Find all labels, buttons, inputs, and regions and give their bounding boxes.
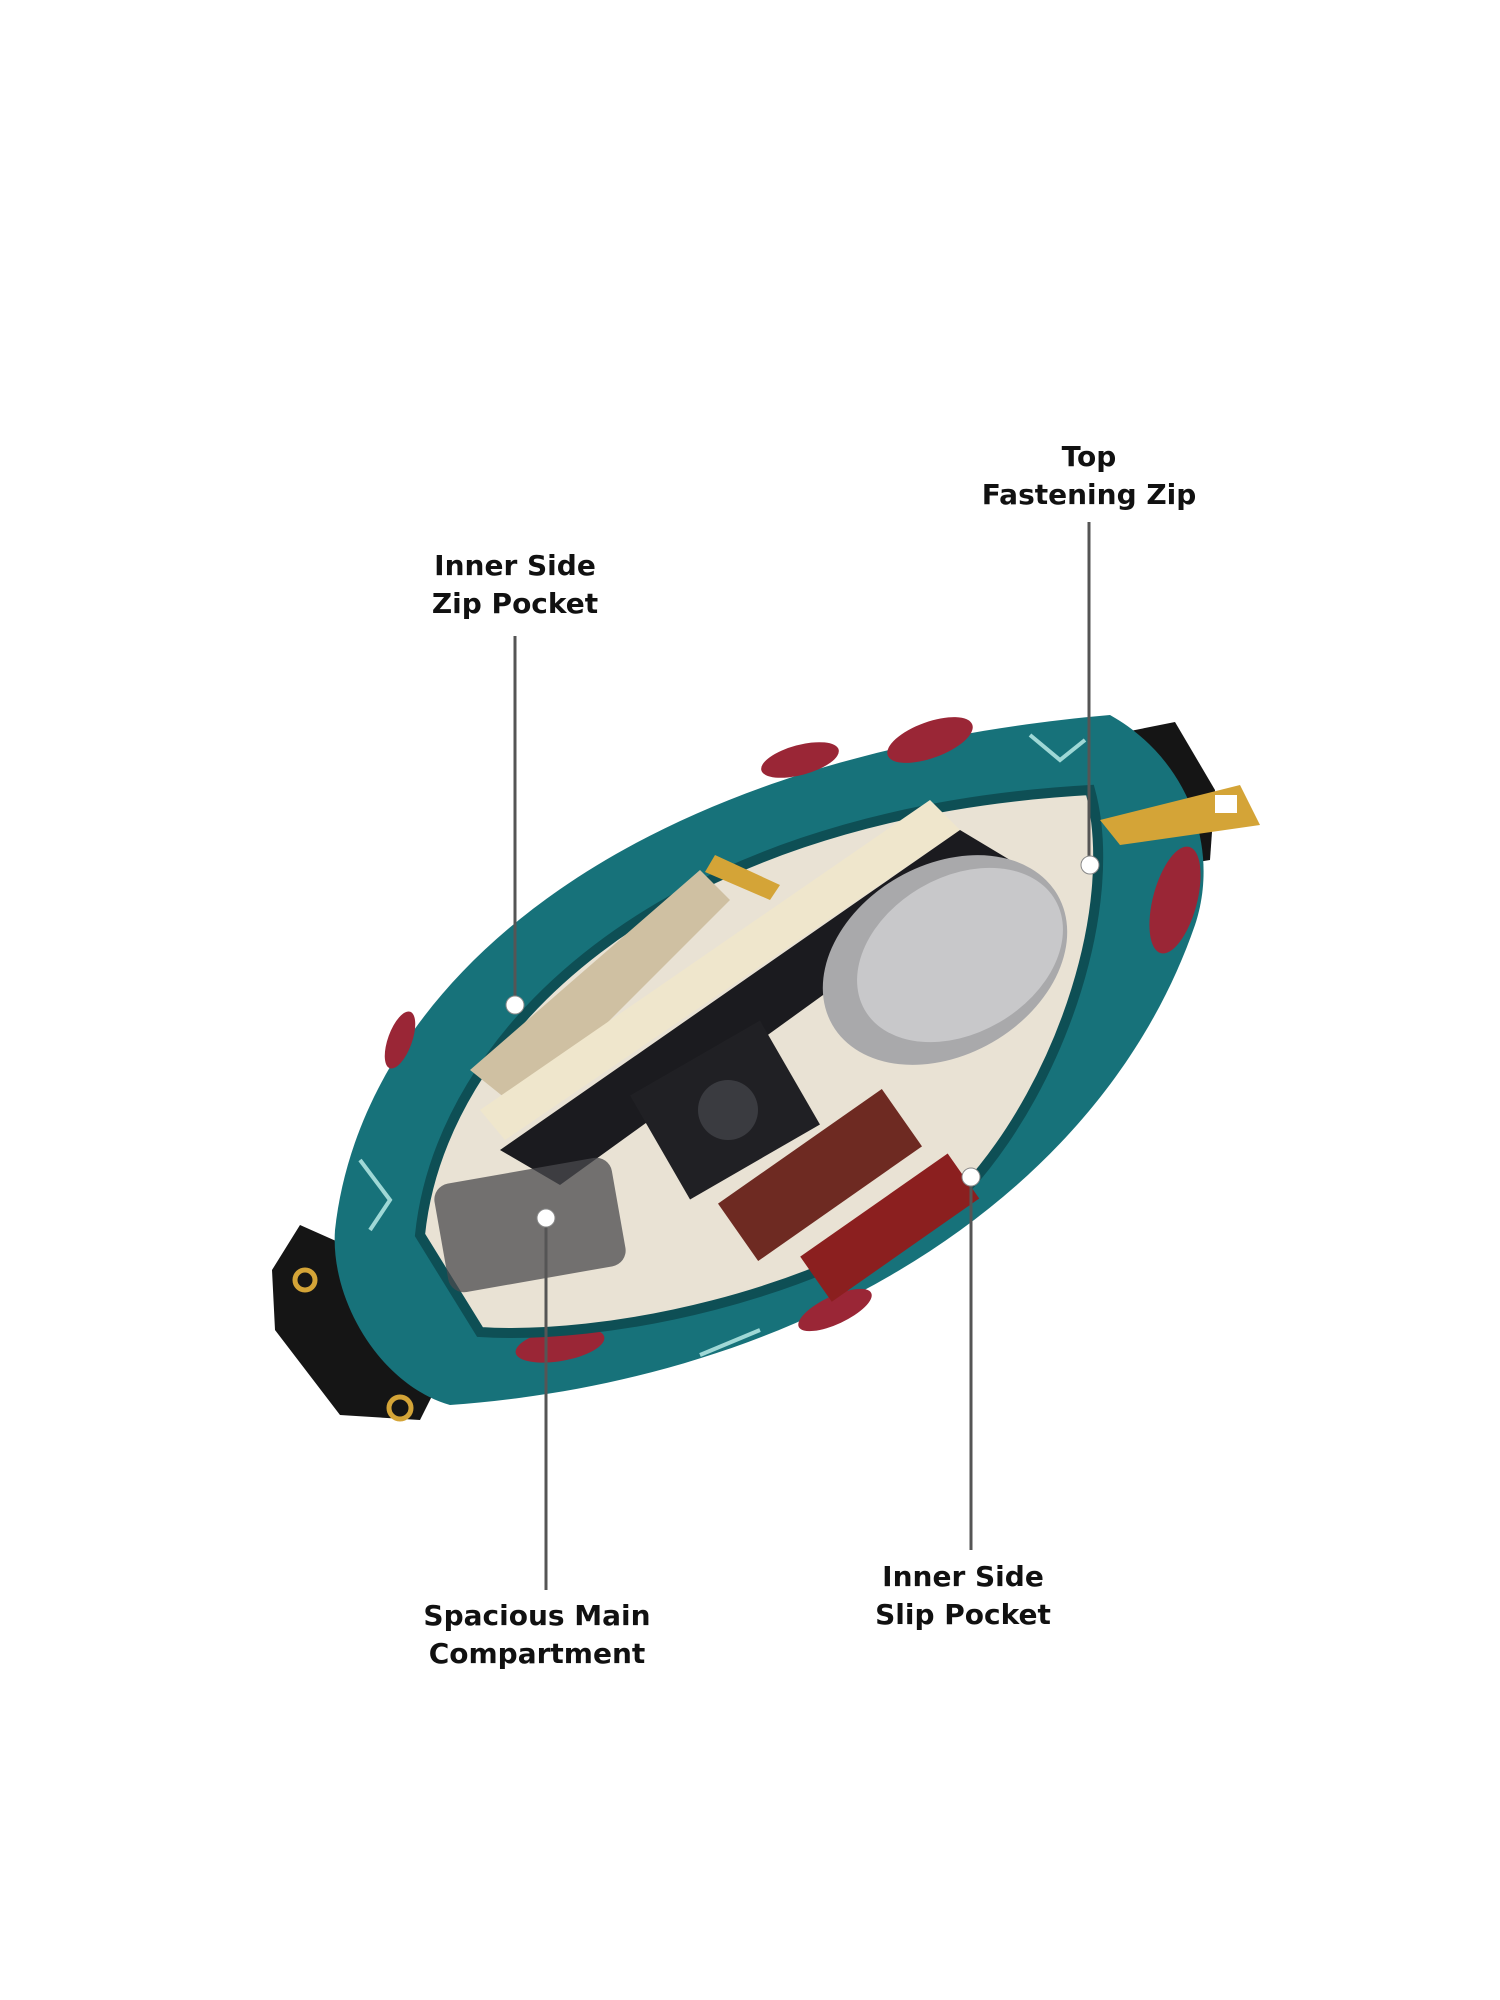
callout-spacious-main-compartment: Spacious Main Compartment: [423, 1597, 650, 1673]
dot-top-zip: [1080, 855, 1100, 875]
branch-print: [358, 733, 1087, 1357]
callout-top-fastening-zip: Top Fastening Zip: [982, 438, 1197, 514]
callout-line2: Slip Pocket: [875, 1598, 1051, 1631]
leader-lines: [513, 522, 1091, 1590]
callout-line2: Fastening Zip: [981, 478, 1197, 511]
callout-dots: [505, 855, 1100, 1228]
callout-inner-side-zip-pocket: Inner Side Zip Pocket: [432, 547, 598, 623]
callout-line1: Spacious Main: [423, 1599, 651, 1632]
dot-main: [536, 1208, 556, 1228]
callout-inner-side-slip-pocket: Inner Side Slip Pocket: [875, 1558, 1051, 1634]
dot-slip: [961, 1167, 981, 1187]
top-zip-puller: [1100, 785, 1260, 845]
callout-line1: Inner Side: [882, 1560, 1044, 1593]
callout-line1: Top: [1061, 440, 1117, 473]
inner-zip-puller: [705, 855, 780, 900]
bag-contents: [434, 800, 1068, 1302]
callout-line2: Zip Pocket: [431, 587, 599, 620]
callout-line1: Inner Side: [434, 549, 596, 582]
dot-inner-zip: [505, 995, 525, 1015]
callout-line2: Compartment: [428, 1637, 646, 1670]
